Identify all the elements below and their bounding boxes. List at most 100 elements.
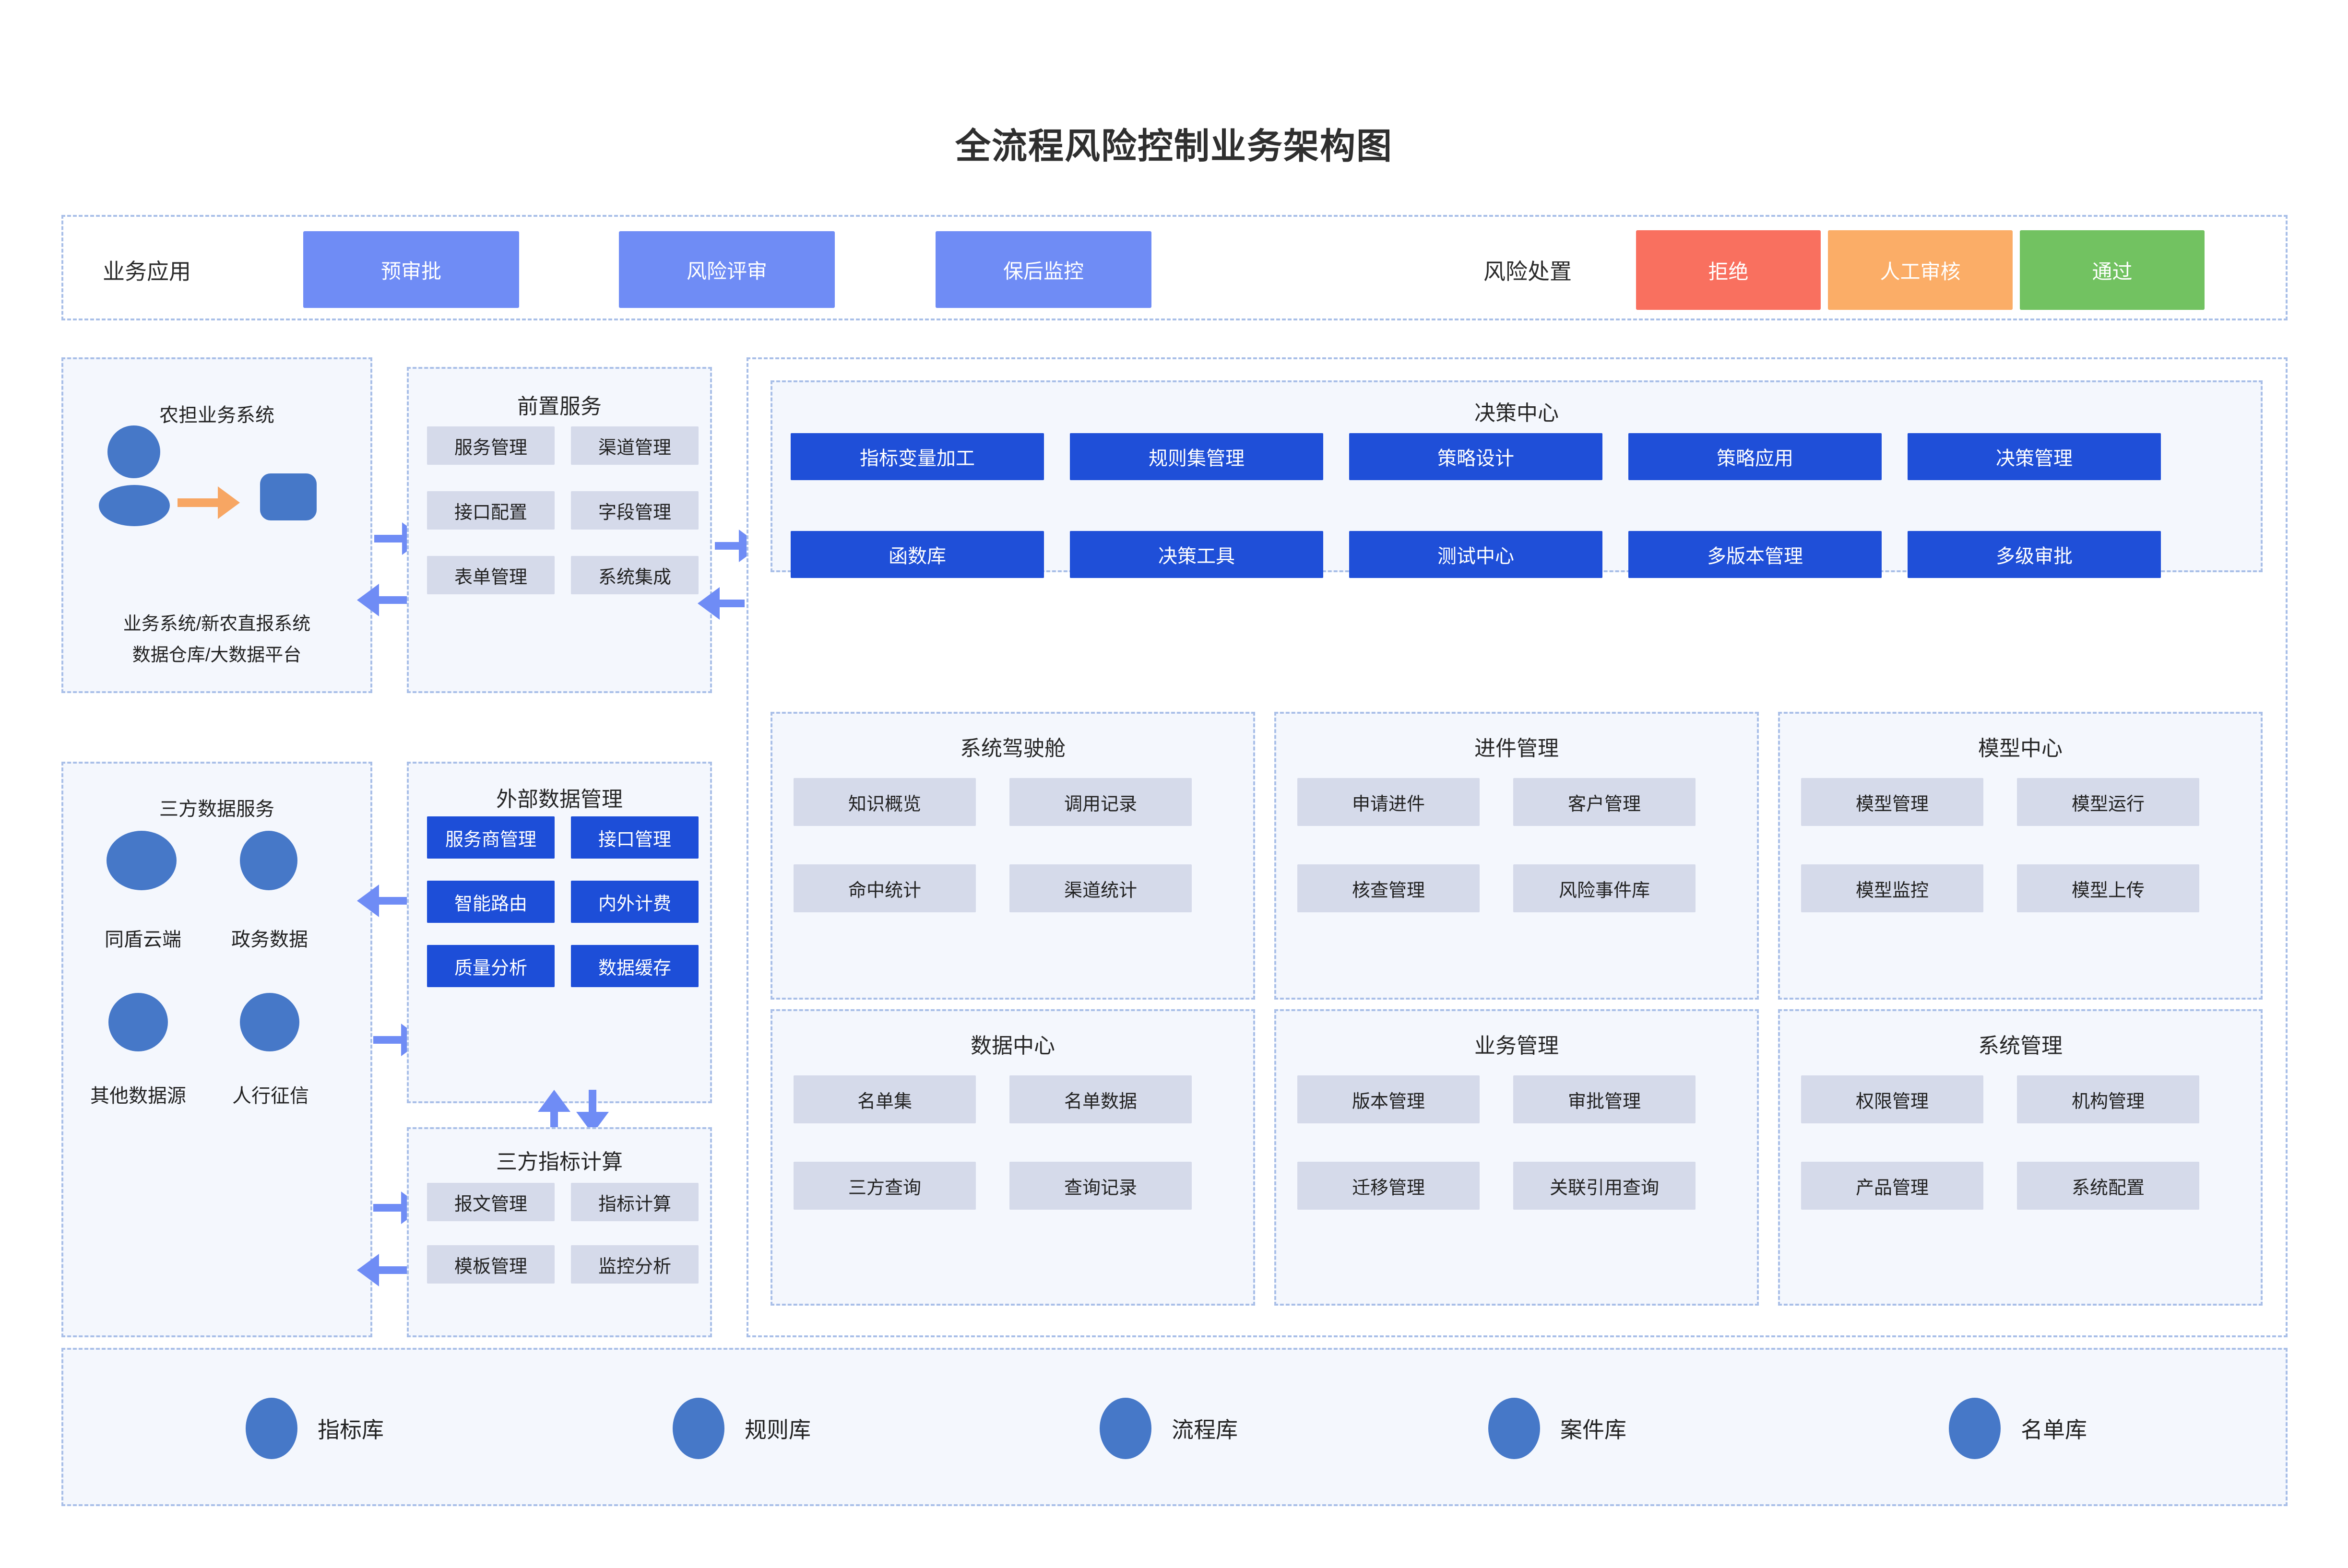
business-system-title: 农担业务系统 [159, 405, 274, 426]
data-center-item-list-data[interactable]: 名单数据 [1009, 1075, 1192, 1123]
business-application-band: 业务应用 预审批 风险评审 保后监控 风险处置 拒绝 人工审核 通过 [61, 215, 2288, 320]
library-oval-icon [673, 1398, 724, 1459]
business-system-caption-2: 数据仓库/大数据平台 [132, 645, 302, 665]
data-source-label-government: 政务数据 [231, 929, 308, 950]
data-source-icon-2 [240, 831, 297, 890]
library-band: 指标库 规则库 流程库 案件库 名单库 [61, 1348, 2288, 1506]
business-system-app-icon [260, 473, 317, 520]
arrow-head-edm-to-tpd [357, 884, 379, 917]
arrow-shaft-bs-to-fs [374, 535, 403, 542]
front-service-item-field-mgmt[interactable]: 字段管理 [571, 491, 699, 530]
user-head-icon [107, 425, 160, 478]
external-data-item-data-cache[interactable]: 数据缓存 [571, 945, 699, 987]
business-mgmt-item-approval-mgmt[interactable]: 审批管理 [1513, 1075, 1696, 1123]
data-center-item-third-party-query[interactable]: 三方查询 [794, 1162, 976, 1210]
decision-item-multi-version-mgmt[interactable]: 多版本管理 [1628, 531, 1882, 578]
third-party-metric-panel: 三方指标计算 报文管理 指标计算 模板管理 监控分析 [407, 1127, 712, 1337]
data-source-label-pboc-credit: 人行征信 [232, 1085, 309, 1107]
disposition-pass[interactable]: 通过 [2020, 230, 2205, 310]
system-mgmt-item-system-config[interactable]: 系统配置 [2017, 1162, 2199, 1210]
library-oval-icon [1488, 1398, 1540, 1459]
stage-risk-review[interactable]: 风险评审 [619, 231, 835, 308]
arrow-head-tpm-to-edm-up [538, 1090, 570, 1112]
front-service-item-service-mgmt[interactable]: 服务管理 [427, 426, 555, 465]
front-service-item-interface-config[interactable]: 接口配置 [427, 491, 555, 530]
decision-item-indicator-processing[interactable]: 指标变量加工 [791, 433, 1044, 480]
cockpit-item-call-records[interactable]: 调用记录 [1009, 778, 1192, 826]
decision-item-function-library[interactable]: 函数库 [791, 531, 1044, 578]
decision-item-strategy-apply[interactable]: 策略应用 [1628, 433, 1882, 480]
metric-item-message-mgmt[interactable]: 报文管理 [427, 1183, 555, 1221]
library-item-rule[interactable]: 规则库 [673, 1398, 811, 1459]
stage-pre-approval[interactable]: 预审批 [303, 231, 519, 308]
cockpit-item-knowledge-overview[interactable]: 知识概览 [794, 778, 976, 826]
library-label-case: 案件库 [1560, 1417, 1626, 1442]
external-data-item-smart-routing[interactable]: 智能路由 [427, 881, 555, 923]
application-item-apply-entry[interactable]: 申请进件 [1297, 778, 1480, 826]
model-item-model-mgmt[interactable]: 模型管理 [1801, 778, 1983, 826]
decision-item-strategy-design[interactable]: 策略设计 [1349, 433, 1602, 480]
application-item-risk-event-library[interactable]: 风险事件库 [1513, 864, 1696, 912]
decision-center-title: 决策中心 [1474, 401, 1559, 425]
model-item-model-monitor[interactable]: 模型监控 [1801, 864, 1983, 912]
third-party-data-service-title: 三方数据服务 [159, 799, 274, 820]
business-system-caption-1: 业务系统/新农直报系统 [123, 614, 311, 634]
decision-item-multi-level-approval[interactable]: 多级审批 [1908, 531, 2161, 578]
library-oval-icon [1949, 1398, 2001, 1459]
module-panel-cockpit: 系统驾驶舱 知识概览 调用记录 命中统计 渠道统计 [771, 712, 1255, 1000]
disposition-reject[interactable]: 拒绝 [1636, 230, 1821, 310]
data-center-item-query-records[interactable]: 查询记录 [1009, 1162, 1192, 1210]
front-service-item-channel-mgmt[interactable]: 渠道管理 [571, 426, 699, 465]
front-service-item-system-integration[interactable]: 系统集成 [571, 556, 699, 594]
decision-item-decision-mgmt[interactable]: 决策管理 [1908, 433, 2161, 480]
library-item-case[interactable]: 案件库 [1488, 1398, 1626, 1459]
cockpit-item-hit-statistics[interactable]: 命中统计 [794, 864, 976, 912]
disposition-manual-review[interactable]: 人工审核 [1828, 230, 2013, 310]
application-item-verification-mgmt[interactable]: 核查管理 [1297, 864, 1480, 912]
library-label-list: 名单库 [2021, 1417, 2087, 1442]
third-party-data-service-panel: 三方数据服务 同盾云端 政务数据 其他数据源 人行征信 [61, 762, 372, 1337]
decision-item-decision-tools[interactable]: 决策工具 [1070, 531, 1323, 578]
business-application-label: 业务应用 [103, 259, 191, 284]
data-source-label-other: 其他数据源 [90, 1085, 186, 1107]
decision-item-ruleset-mgmt[interactable]: 规则集管理 [1070, 433, 1323, 480]
library-item-list[interactable]: 名单库 [1949, 1398, 2087, 1459]
front-service-item-form-mgmt[interactable]: 表单管理 [427, 556, 555, 594]
external-data-management-panel: 外部数据管理 服务商管理 接口管理 智能路由 内外计费 质量分析 数据缓存 [407, 762, 712, 1103]
library-item-indicator[interactable]: 指标库 [246, 1398, 384, 1459]
system-mgmt-item-product-mgmt[interactable]: 产品管理 [1801, 1162, 1983, 1210]
module-panel-application: 进件管理 申请进件 客户管理 核查管理 风险事件库 [1274, 712, 1759, 1000]
model-item-model-upload[interactable]: 模型上传 [2017, 864, 2199, 912]
system-mgmt-item-permission-mgmt[interactable]: 权限管理 [1801, 1075, 1983, 1123]
business-mgmt-item-reference-query[interactable]: 关联引用查询 [1513, 1162, 1696, 1210]
system-mgmt-item-org-mgmt[interactable]: 机构管理 [2017, 1075, 2199, 1123]
front-service-panel: 前置服务 服务管理 渠道管理 接口配置 字段管理 表单管理 系统集成 [407, 367, 712, 693]
library-oval-icon [1100, 1398, 1151, 1459]
metric-item-template-mgmt[interactable]: 模板管理 [427, 1245, 555, 1284]
metric-item-monitor-analysis[interactable]: 监控分析 [571, 1245, 699, 1284]
front-service-title: 前置服务 [517, 395, 602, 418]
platform-container-panel: 决策中心 指标变量加工 规则集管理 策略设计 策略应用 决策管理 函数库 决策工… [747, 357, 2288, 1337]
library-label-rule: 规则库 [745, 1417, 811, 1442]
model-item-model-run[interactable]: 模型运行 [2017, 778, 2199, 826]
module-title-model: 模型中心 [1978, 737, 2063, 760]
arrow-head-fs-to-bs [357, 584, 379, 616]
arrow-shaft-tpd-to-edm [373, 1036, 403, 1044]
external-data-item-provider-mgmt[interactable]: 服务商管理 [427, 816, 555, 859]
external-data-item-billing[interactable]: 内外计费 [571, 881, 699, 923]
module-title-application: 进件管理 [1474, 737, 1559, 760]
metric-item-index-calc[interactable]: 指标计算 [571, 1183, 699, 1221]
arrow-shaft-fs-to-dc [715, 542, 740, 550]
business-mgmt-item-migration-mgmt[interactable]: 迁移管理 [1297, 1162, 1480, 1210]
external-data-item-quality-analysis[interactable]: 质量分析 [427, 945, 555, 987]
data-source-label-tongdun: 同盾云端 [105, 929, 181, 950]
business-mgmt-item-version-mgmt[interactable]: 版本管理 [1297, 1075, 1480, 1123]
cockpit-item-channel-statistics[interactable]: 渠道统计 [1009, 864, 1192, 912]
decision-item-test-center[interactable]: 测试中心 [1349, 531, 1602, 578]
risk-disposition-label: 风险处置 [1483, 259, 1572, 284]
external-data-item-interface-mgmt[interactable]: 接口管理 [571, 816, 699, 859]
application-item-customer-mgmt[interactable]: 客户管理 [1513, 778, 1696, 826]
stage-post-monitoring[interactable]: 保后监控 [936, 231, 1151, 308]
library-item-process[interactable]: 流程库 [1100, 1398, 1238, 1459]
data-center-item-list-set[interactable]: 名单集 [794, 1075, 976, 1123]
